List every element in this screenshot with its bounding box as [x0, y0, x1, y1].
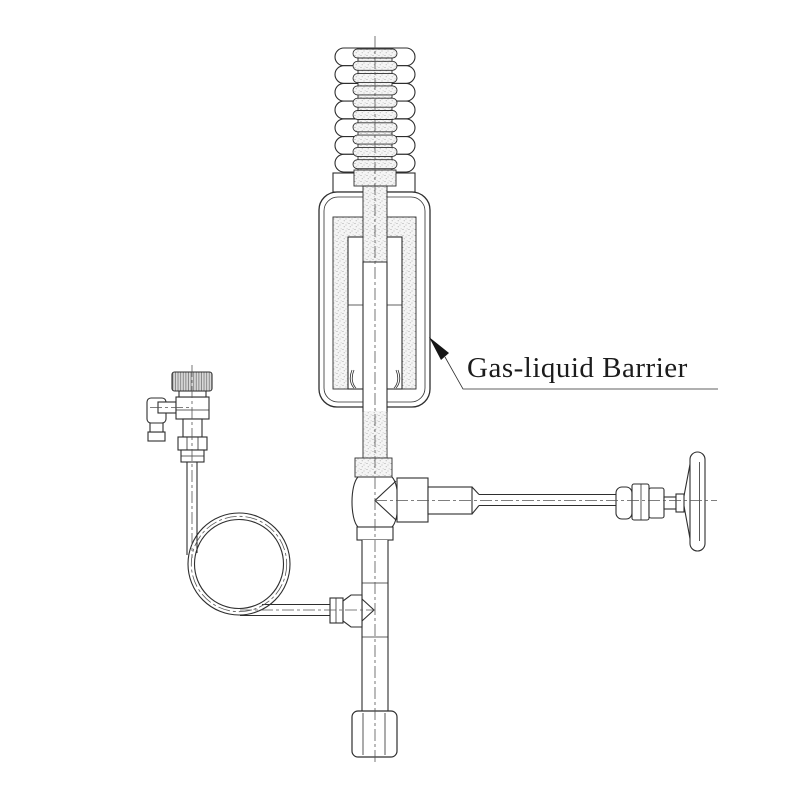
stem-rod: [479, 493, 617, 507]
pigtail-coil: [187, 512, 330, 617]
inner-stem-fins: [352, 48, 398, 170]
left-wick-hook: [349, 369, 357, 389]
relief-valve-body: [175, 396, 210, 420]
gas-liquid-barrier-label: Gas-liquid Barrier: [467, 352, 688, 384]
relief-hex-nut: [177, 436, 208, 451]
leader-arrowhead: [429, 337, 449, 360]
handwheel-rim: [689, 451, 706, 552]
stem-taper: [471, 486, 480, 515]
stem-fill: [474, 494, 617, 506]
handwheel-hub: [675, 493, 685, 513]
bottom-hex-nut: [351, 710, 398, 758]
bellows-heat-fins: [332, 47, 416, 193]
gas-liquid-barrier-vessel: [318, 185, 431, 460]
gland-nut-2: [648, 487, 665, 519]
coil-centerline: [190, 515, 288, 613]
right-wick-hook: [393, 369, 401, 389]
relief-valve-neck: [178, 390, 207, 398]
dip-tube-lower-outline: [362, 412, 388, 460]
bottom-nut-facets: [362, 713, 386, 755]
bonnet-gland: [396, 477, 429, 523]
tee-body: [342, 594, 363, 628]
stem-tip: [663, 496, 677, 510]
centerlines: [150, 36, 717, 762]
leader-line: [444, 356, 718, 390]
relief-nut-facets: [186, 437, 199, 450]
valve-neck-collar: [354, 457, 393, 478]
coil-inner-wall: [193, 518, 285, 610]
tee-union-nut: [329, 597, 344, 624]
coil-exit-tube: [240, 603, 330, 617]
valve-stem-assembly: [396, 477, 685, 523]
leader: [429, 337, 718, 390]
coil-outer-wall: [187, 512, 291, 616]
relief-valve: [146, 371, 213, 555]
handwheel: [683, 451, 706, 552]
stem-collar: [615, 486, 633, 520]
lower-pipe-assembly: [351, 540, 398, 758]
gland-nut-1: [631, 483, 650, 521]
elbow-end-nut: [147, 431, 166, 442]
relief-valve-stem: [182, 418, 203, 438]
main-valve: [351, 457, 399, 541]
relief-outlet-tube: [186, 462, 198, 555]
